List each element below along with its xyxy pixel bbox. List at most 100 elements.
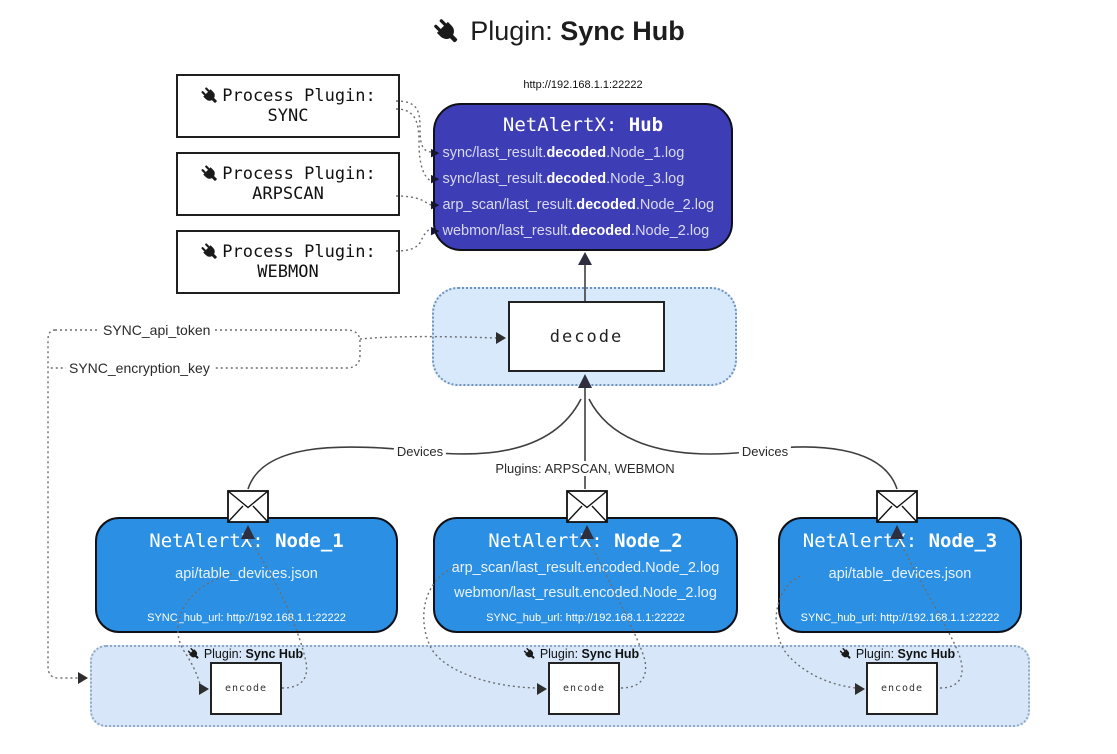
sync-to-hub-line2: [395, 108, 432, 182]
log-post: .Node_2.log: [635, 197, 715, 213]
band-plugin-label-2: Plugin: Sync Hub: [522, 647, 639, 661]
band-label-prefix: Plugin:: [855, 647, 898, 661]
node3-title: NetAlertX: Node_3: [803, 530, 997, 552]
hub-log-line: ▶sync/last_result.decoded.Node_1.log: [431, 143, 731, 164]
node3-lines: api/table_devices.json: [829, 566, 972, 582]
node1-lines: api/table_devices.json: [175, 566, 318, 582]
plug-icon: [200, 242, 221, 262]
node1-hub-url: SYNC_hub_url: http://192.168.1.1:22222: [147, 612, 346, 624]
title-prefix: Plugin:: [470, 16, 561, 46]
node-file-line: arp_scan/last_result.encoded.Node_2.log: [451, 560, 720, 576]
log-post: .Node_2.log: [631, 223, 710, 239]
hub-title: NetAlertX: Hub: [435, 114, 731, 136]
node-file-line: api/table_devices.json: [175, 566, 318, 582]
page-title-text: Plugin: Sync Hub: [470, 16, 685, 47]
log-bold: decoded: [546, 171, 607, 187]
plug-icon: [838, 647, 853, 661]
log-bold: decoded: [576, 197, 636, 213]
node1-title: NetAlertX: Node_1: [149, 530, 343, 552]
hub-log-lines: ▶sync/last_result.decoded.Node_1.log ▶sy…: [431, 143, 731, 242]
process-plugin-name: WEBMON: [257, 262, 319, 282]
node-file-line: api/table_devices.json: [828, 566, 972, 582]
band-label-text: Plugin: Sync Hub: [856, 647, 955, 661]
node3-box: NetAlertX: Node_3 api/table_devices.json…: [778, 517, 1022, 633]
process-plugin-label: Process Plugin:: [222, 86, 376, 106]
sync-to-hub-line1: [395, 100, 432, 153]
log-bold: decoded: [546, 145, 607, 161]
process-plugin-box-sync: Process Plugin: SYNC: [176, 74, 400, 138]
title-bold: Sync Hub: [560, 16, 685, 46]
arrow-icon: ▶: [431, 147, 440, 159]
arrow-icon: ▶: [431, 173, 440, 185]
plug-icon: [200, 164, 221, 184]
process-plugin-label: Process Plugin:: [222, 242, 376, 262]
envelope-icon-node2: [566, 490, 608, 523]
process-plugin-name: SYNC: [267, 106, 309, 126]
process-plugin-box-arpscan: Process Plugin: ARPSCAN: [176, 152, 400, 216]
node1-box: NetAlertX: Node_1 api/table_devices.json…: [95, 517, 398, 633]
page-title: Plugin: Sync Hub: [0, 16, 1117, 47]
hub-box: NetAlertX: Hub ▶sync/last_result.decoded…: [431, 103, 733, 251]
arrow-into-band: [78, 672, 88, 684]
process-plugin-sync-row: Process Plugin:: [200, 86, 376, 106]
node2-hub-url: SYNC_hub_url: http://192.168.1.1:22222: [486, 612, 685, 624]
token-left-vertical-path: [47, 329, 78, 679]
envelope-icon-node3: [876, 490, 918, 523]
hub-log-line: ▶sync/last_result.decoded.Node_3.log: [431, 169, 731, 190]
plug-icon: [522, 647, 537, 661]
arpscan-to-hub-line: [395, 195, 432, 206]
hub-title-prefix: NetAlertX:: [502, 114, 629, 136]
plug-icon: [200, 86, 221, 106]
band-label-text: Plugin: Sync Hub: [204, 647, 303, 661]
process-plugin-webmon-row: Process Plugin:: [200, 242, 376, 262]
arrow-into-hub: [578, 252, 592, 265]
encode-box-2: encode: [548, 662, 620, 715]
log-post: .Node_3.log: [606, 171, 685, 187]
node3-hub-url: SYNC_hub_url: http://192.168.1.1:22222: [800, 612, 1000, 624]
devices-label-left: Devices: [393, 444, 447, 459]
plug-icon: [432, 16, 462, 47]
plug-icon: [186, 647, 201, 661]
node-title-prefix: NetAlertX:: [802, 530, 929, 552]
hub-log-line: ▶webmon/last_result.decoded.Node_2.log: [431, 221, 731, 242]
node-title-bold: Node_1: [275, 530, 344, 552]
hub-url-label: http://192.168.1.1:22222: [523, 79, 643, 91]
encode-box-3: encode: [866, 662, 938, 715]
decode-box: decode: [508, 301, 665, 372]
process-plugin-box-webmon: Process Plugin: WEBMON: [176, 230, 400, 294]
webmon-to-hub-line: [395, 227, 432, 252]
node-title-prefix: NetAlertX:: [488, 530, 615, 552]
process-plugin-arpscan-row: Process Plugin:: [200, 164, 376, 184]
process-plugin-label: Process Plugin:: [222, 164, 376, 184]
arrow-icon: ▶: [431, 225, 440, 237]
log-bold: decoded: [571, 223, 632, 239]
arrow-icon: ▶: [431, 199, 440, 211]
hub-title-bold: Hub: [628, 114, 664, 136]
band-label-bold: Sync Hub: [581, 647, 640, 661]
node-title-bold: Node_2: [614, 530, 683, 552]
band-label-bold: Sync Hub: [245, 647, 304, 661]
band-label-prefix: Plugin:: [539, 647, 582, 661]
log-pre: sync/last_result.: [442, 145, 547, 161]
encode-box-1: encode: [210, 662, 282, 715]
node-title-prefix: NetAlertX:: [149, 530, 276, 552]
dotted-arrowheads: [78, 332, 865, 695]
sync-encryption-key-label: SYNC_encryption_key: [66, 360, 213, 376]
band-label-text: Plugin: Sync Hub: [540, 647, 639, 661]
process-plugin-name: ARPSCAN: [252, 184, 324, 204]
node2-box: NetAlertX: Node_2 arp_scan/last_result.e…: [433, 517, 738, 633]
node2-lines: arp_scan/last_result.encoded.Node_2.log …: [452, 560, 720, 601]
band-label-prefix: Plugin:: [203, 647, 246, 661]
sync-api-token-label: SYNC_api_token: [100, 322, 214, 338]
plugins-label-center: Plugins: ARPSCAN, WEBMON: [492, 461, 678, 476]
node2-title: NetAlertX: Node_2: [488, 530, 682, 552]
band-plugin-label-3: Plugin: Sync Hub: [838, 647, 955, 661]
band-label-bold: Sync Hub: [897, 647, 956, 661]
node-file-line: webmon/last_result.encoded.Node_2.log: [454, 585, 717, 601]
log-pre: arp_scan/last_result.: [442, 197, 577, 213]
node-title-bold: Node_3: [928, 530, 998, 552]
hub-log-line: ▶arp_scan/last_result.decoded.Node_2.log: [431, 195, 731, 216]
log-post: .Node_1.log: [606, 145, 685, 161]
log-pre: webmon/last_result.: [442, 223, 572, 239]
